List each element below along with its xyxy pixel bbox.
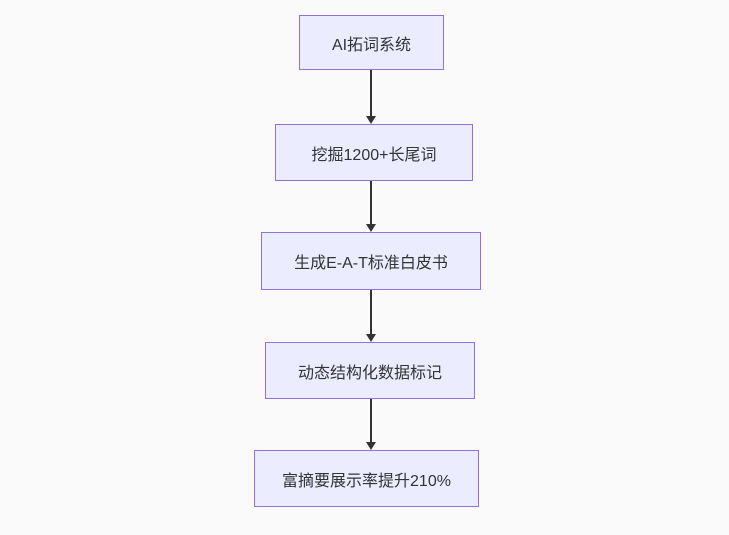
edge-line	[370, 290, 372, 335]
flow-node-label: 富摘要展示率提升210%	[282, 472, 451, 490]
flow-node-label: 生成E-A-T标准白皮书	[294, 255, 448, 272]
arrow-down-icon	[366, 334, 376, 342]
edge-connector-4	[365, 399, 377, 450]
edge-line	[370, 181, 372, 225]
flow-node-rich-snippet-result: 富摘要展示率提升210%	[254, 450, 479, 507]
flow-node-label: AI拓词系统	[331, 36, 412, 54]
flow-node-structured-data-markup: 动态结构化数据标记	[265, 342, 475, 399]
flow-node-eat-whitepaper: 生成E-A-T标准白皮书	[261, 232, 481, 290]
edge-connector-1	[365, 70, 377, 124]
edge-line	[370, 70, 372, 117]
arrow-down-icon	[366, 116, 376, 124]
flow-node-ai-keyword-system: AI拓词系统	[299, 15, 444, 70]
arrow-down-icon	[366, 224, 376, 232]
edge-connector-3	[365, 290, 377, 342]
edge-line	[370, 399, 372, 443]
flow-node-longtail-mining: 挖掘1200+长尾词	[275, 124, 473, 181]
edge-connector-2	[365, 181, 377, 232]
arrow-down-icon	[366, 442, 376, 450]
flow-node-label: 动态结构化数据标记	[297, 364, 442, 382]
flow-node-label: 挖掘1200+长尾词	[311, 146, 437, 164]
